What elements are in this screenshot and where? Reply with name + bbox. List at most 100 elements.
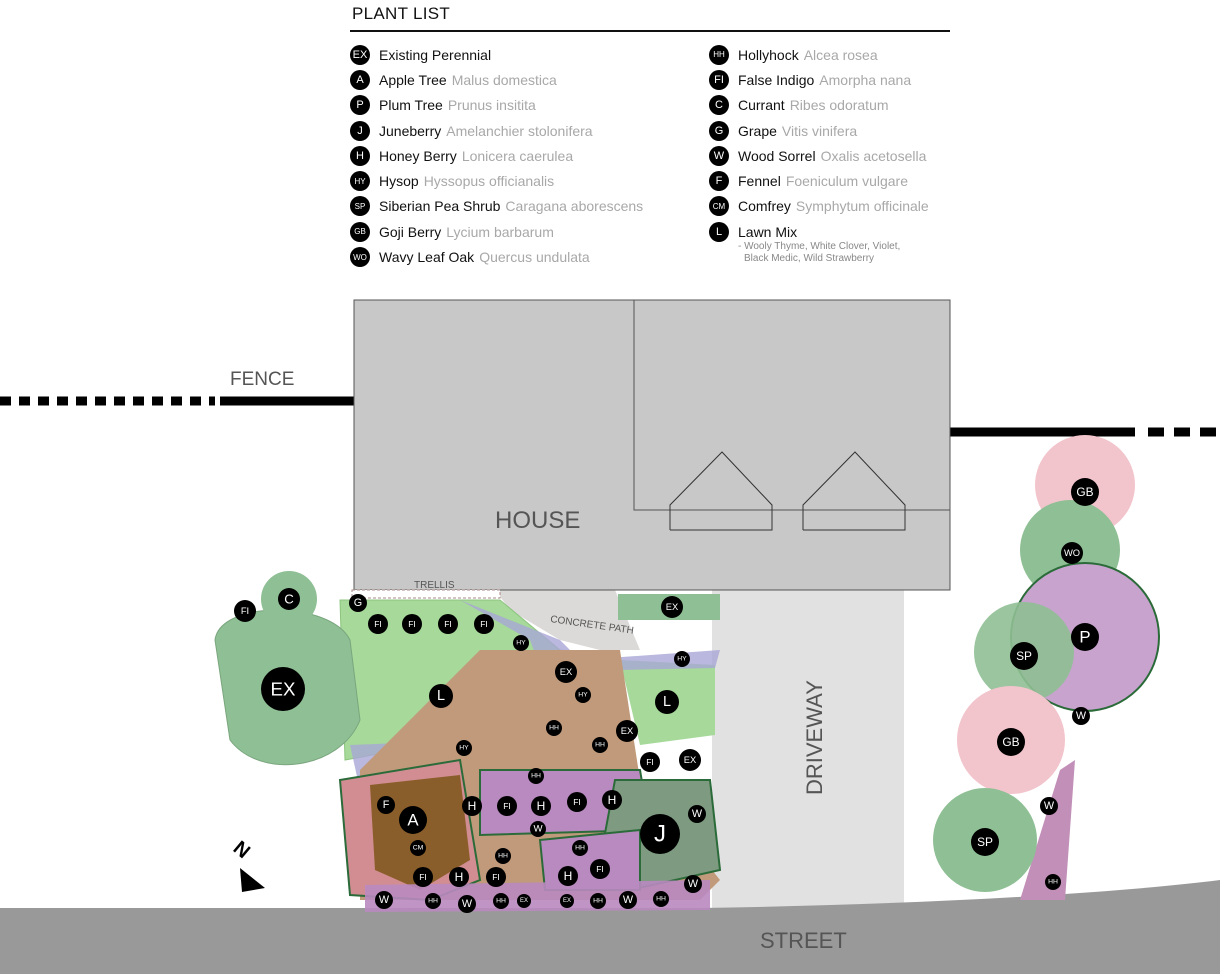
trellis [351,589,501,599]
marker-dot [555,661,577,683]
plant-code-badge: C [709,95,729,116]
marker-code: HH [549,725,559,732]
marker-dot [234,600,256,622]
marker-code: HH [498,853,508,860]
marker-code: HH [656,896,666,903]
apple-canopy [370,775,470,890]
marker-dot [517,894,531,908]
marker-dot [438,614,458,634]
plant-marker-fi: FI [368,614,388,634]
marker-code: A [407,811,419,830]
plant-marker-sp: SP [971,828,999,856]
plant-marker-hh: HH [495,848,511,864]
marker-code: G [354,597,362,609]
plant-scientific-name: Symphytum officinale [795,198,929,215]
house [353,299,951,591]
marker-code: H [455,870,464,884]
marker-code: W [1044,800,1055,812]
plant-common-name: Existing Perennial [379,46,492,63]
plant-marker-fi: FI [640,752,660,772]
marker-code: HH [575,845,585,852]
plant-marker-hh: HH [425,893,441,909]
marker-code: EX [684,755,697,765]
plant-code-badge: P [350,95,370,116]
marker-code: GB [1002,735,1019,749]
plant-marker-gb: GB [1071,478,1099,506]
plant-common-name: Goji Berry [379,223,442,240]
marker-dot [1061,542,1083,564]
marker-code: W [533,824,543,835]
plant-marker-fi: FI [413,867,433,887]
marker-dot [679,749,701,771]
plant-marker-h: H [558,866,578,886]
plant-scientific-name: Alcea rosea [803,46,878,63]
marker-code: EX [271,679,296,700]
plant-code-badge: GB [350,221,370,242]
marker-dot [261,667,305,711]
marker-dot [1045,874,1061,890]
plant-list-title: PLANT LIST [350,0,950,32]
marker-dot [530,821,546,837]
marker-code: FI [419,872,427,882]
plant-code-badge: A [350,69,370,90]
street-label: STREET [760,928,847,953]
plant-scientific-name: Malus domestica [451,71,557,88]
marker-code: HH [428,898,438,905]
marker-code: L [437,688,445,704]
marker-code: WO [1064,548,1080,558]
plant-scientific-name: Foeniculum vulgare [785,173,908,190]
plant-code-badge: FI [709,69,729,90]
plant-marker-j: J [640,814,680,854]
plant-code-badge: HH [709,44,729,65]
marker-code: GB [1076,485,1093,499]
driveway-label: DRIVEWAY [802,680,827,795]
marker-dot [616,720,638,742]
marker-dot [1040,797,1058,815]
plant-marker-l: L [429,684,453,708]
plant-marker-hh: HH [528,768,544,784]
marker-dot [493,893,509,909]
plant-marker-f: F [377,796,395,814]
plant-code-badge: SP [350,196,370,217]
plant-marker-p: P [1071,623,1099,651]
marker-dot [528,768,544,784]
plant-marker-hh: HH [572,840,588,856]
marker-code: FI [573,797,581,807]
plant-marker-ex: EX [517,894,531,908]
plant-marker-ex: EX [560,894,574,908]
marker-dot [1071,623,1099,651]
dormer-left [669,451,773,531]
marker-code: W [692,808,703,820]
street [0,880,1220,974]
marker-dot [688,805,706,823]
fence-label: FENCE [230,369,294,390]
plant-common-name: Fennel [738,173,781,190]
marker-dot [513,635,529,651]
plant-marker-sp: SP [1010,642,1038,670]
plant-marker-h: H [449,867,469,887]
marker-code: H [564,869,573,883]
marker-dot [425,893,441,909]
plant-marker-gb: GB [997,728,1025,756]
marker-code: HY [578,692,588,699]
lawn-mix-note: - Wooly Thyme, White Clover, Violet,Blac… [738,241,929,265]
plant-scientific-name: Vitis vinifera [781,122,858,139]
marker-code: EX [560,667,573,677]
plant-marker-ex: EX [661,596,683,618]
marker-code: FI [480,619,488,629]
marker-dot [278,588,300,610]
plant-scientific-name: Oxalis acetosella [820,147,927,164]
driveway [712,590,904,920]
plant-common-name: Juneberry [379,122,442,139]
marker-dot [462,796,482,816]
marker-dot [684,875,702,893]
marker-code: HH [593,898,603,905]
plant-common-name: Honey Berry [379,147,457,164]
